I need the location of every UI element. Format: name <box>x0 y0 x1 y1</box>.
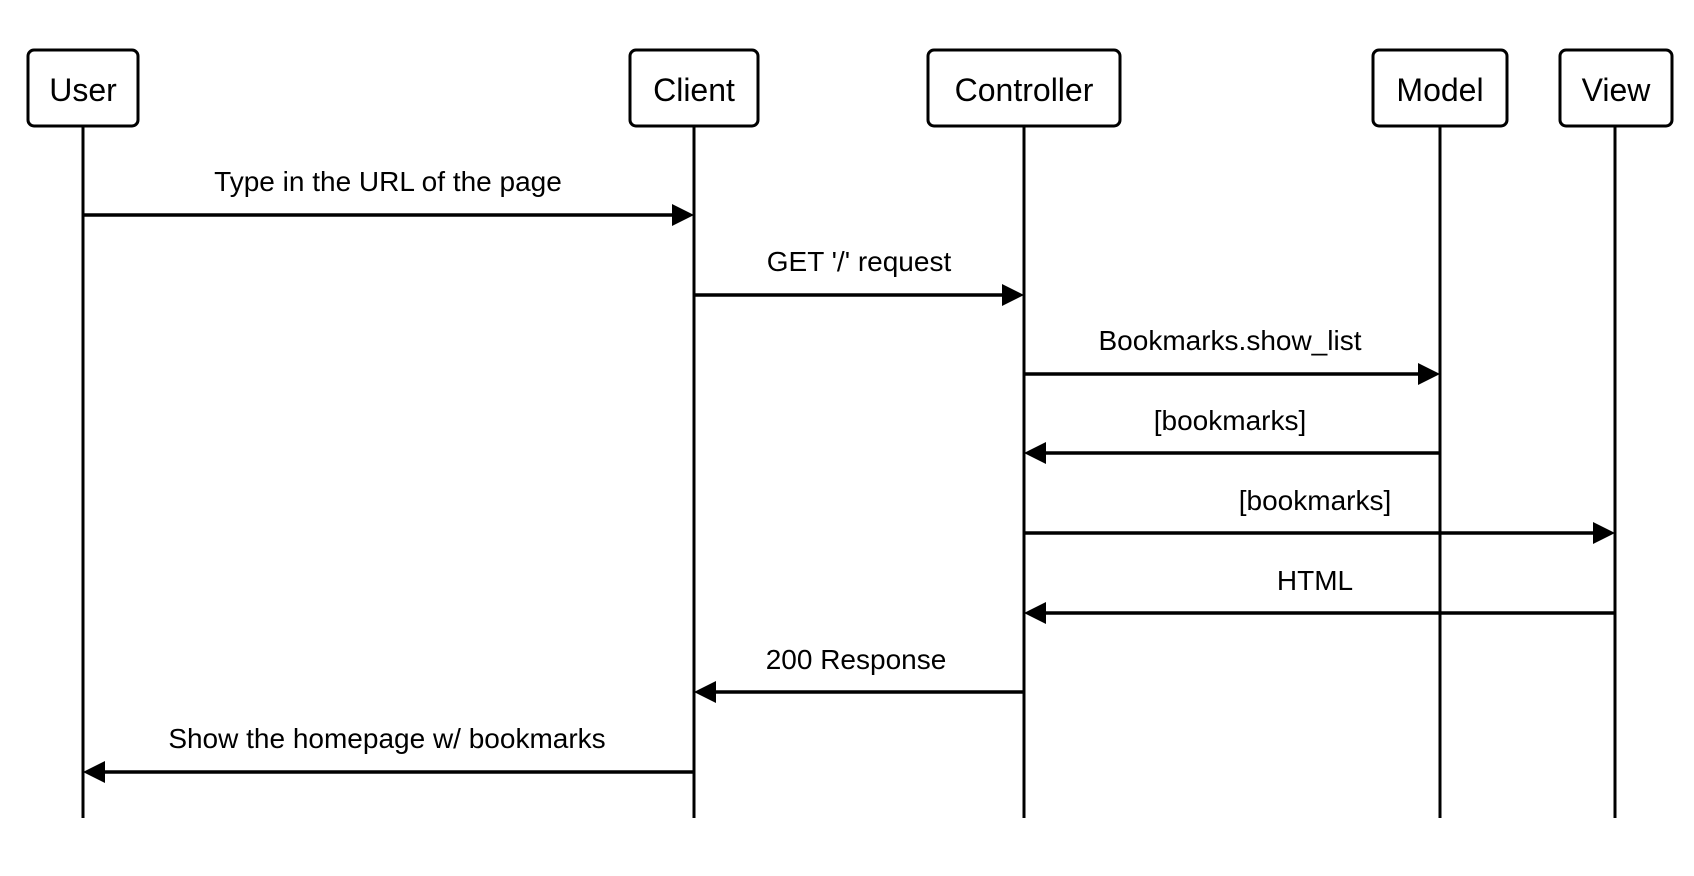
participant-view-label: View <box>1582 72 1652 108</box>
message-get-request: GET '/' request <box>694 246 1024 306</box>
message-bookmarks-return: [bookmarks] <box>1024 405 1440 464</box>
message-show-list: Bookmarks.show_list <box>1024 325 1440 385</box>
message-html-arrowhead <box>1024 602 1046 624</box>
participant-client: Client <box>628 48 760 128</box>
message-200-response-arrowhead <box>694 681 716 703</box>
participant-model: Model <box>1371 48 1509 128</box>
message-show-homepage: Show the homepage w/ bookmarks <box>83 723 694 783</box>
message-show-list-arrowhead <box>1418 363 1440 385</box>
message-bookmarks-return-label: [bookmarks] <box>1154 405 1307 436</box>
message-get-request-arrowhead <box>1002 284 1024 306</box>
message-show-homepage-arrowhead <box>83 761 105 783</box>
message-html: HTML <box>1024 565 1615 624</box>
participant-user: User <box>26 48 140 128</box>
message-200-response-label: 200 Response <box>766 644 947 675</box>
message-type-url-arrowhead <box>672 204 694 226</box>
participant-user-label: User <box>49 72 117 108</box>
message-show-list-label: Bookmarks.show_list <box>1099 325 1362 356</box>
participant-view-box <box>1558 48 1674 128</box>
participant-controller-box <box>926 48 1122 128</box>
participant-client-box <box>628 48 760 128</box>
participant-view: View <box>1558 48 1674 128</box>
message-bookmarks-return-arrowhead <box>1024 442 1046 464</box>
participant-model-box <box>1371 48 1509 128</box>
participant-controller: Controller <box>926 48 1122 128</box>
lifelines <box>81 126 1617 818</box>
message-get-request-label: GET '/' request <box>767 246 952 277</box>
message-bookmarks-to-view-label: [bookmarks] <box>1239 485 1392 516</box>
message-type-url-label: Type in the URL of the page <box>214 166 562 197</box>
message-bookmarks-to-view-arrowhead <box>1593 522 1615 544</box>
message-bookmarks-to-view: [bookmarks] <box>1024 485 1615 544</box>
participant-controller-label: Controller <box>955 72 1094 108</box>
message-html-label: HTML <box>1277 565 1353 596</box>
participant-model-label: Model <box>1396 72 1483 108</box>
message-type-url: Type in the URL of the page <box>83 166 694 226</box>
message-200-response: 200 Response <box>694 644 1024 703</box>
participant-client-label: Client <box>653 72 735 108</box>
message-show-homepage-label: Show the homepage w/ bookmarks <box>168 723 605 754</box>
participant-user-box <box>26 48 140 128</box>
